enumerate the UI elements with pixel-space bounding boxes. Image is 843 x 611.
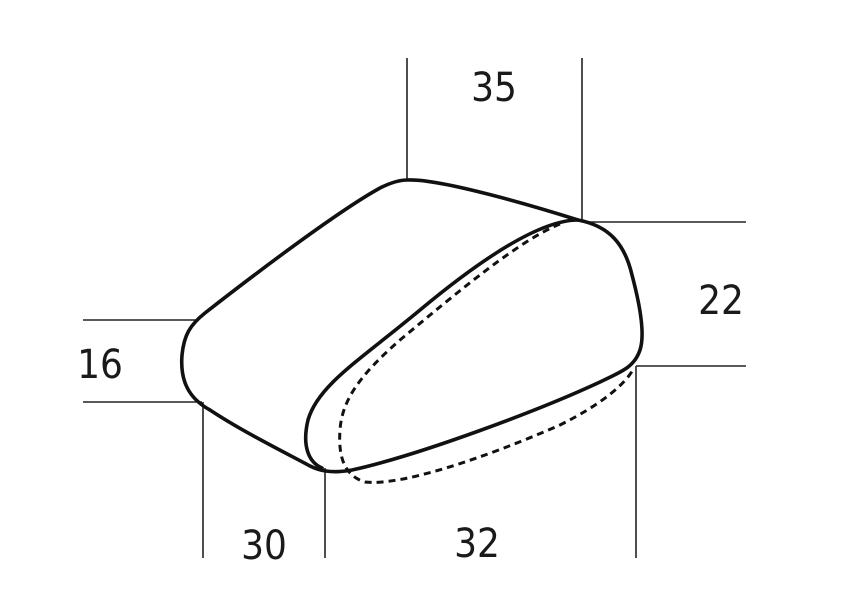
cushion-seam-dashed <box>338 222 636 484</box>
dimension-left-height: 16 <box>77 342 123 388</box>
cushion-outline <box>179 178 644 474</box>
dimension-bottom-left-depth: 30 <box>241 523 287 569</box>
cushion-front-face-edge <box>303 218 580 470</box>
dimension-bottom-right-width: 32 <box>454 521 500 567</box>
dimension-right-height: 22 <box>698 278 744 324</box>
dimension-top-width: 35 <box>471 65 517 111</box>
